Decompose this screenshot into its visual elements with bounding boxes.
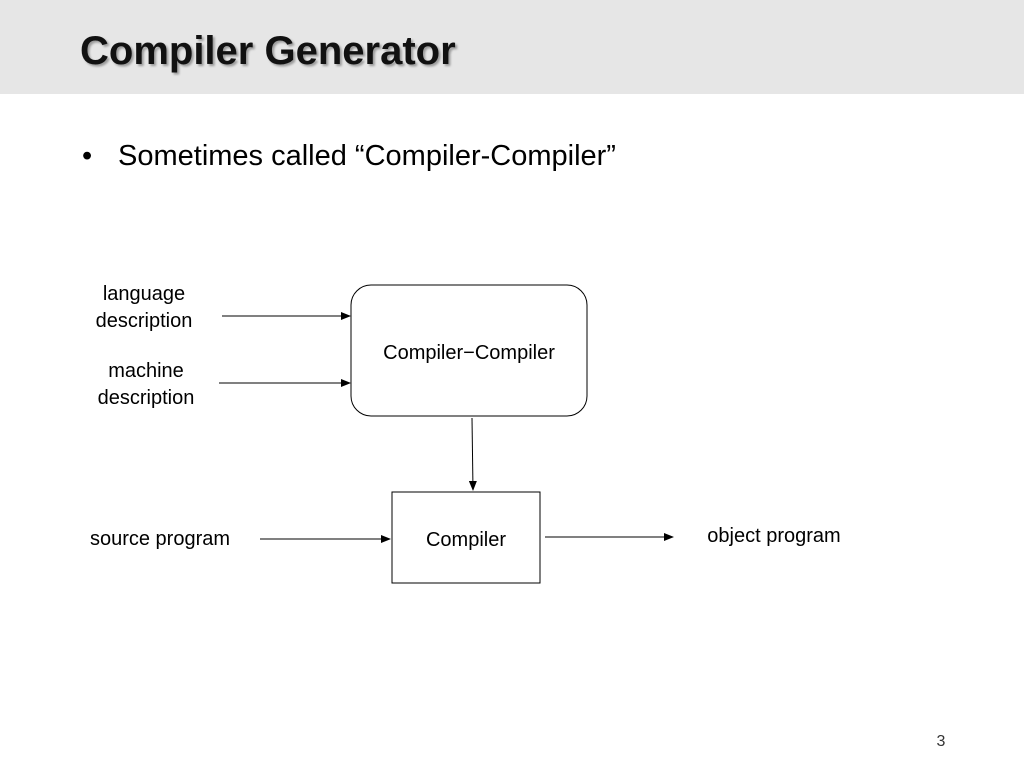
title-bar: Compiler Generator — [0, 0, 1024, 94]
generator-to-compiler-arrow — [468, 417, 477, 491]
machine-description-line-1: machine — [108, 360, 184, 382]
language-description-label: language description — [74, 281, 214, 335]
compiler-compiler-label: Compiler−Compiler — [383, 342, 555, 364]
machine-description-label: machine description — [76, 358, 216, 412]
slide-title: Compiler Generator — [80, 29, 456, 73]
machine-description-line-2: description — [97, 387, 195, 409]
compiler-box — [391, 491, 541, 584]
compiler-compiler-box — [350, 284, 588, 417]
bullet-marker: • — [82, 140, 93, 172]
object-program-label: object program — [707, 525, 841, 547]
bullet-text: Sometimes called “Compiler-Compiler” — [118, 140, 616, 172]
language-description-line-1: language — [102, 283, 186, 305]
page-number: 3 — [936, 733, 946, 750]
compiler-label: Compiler — [425, 529, 507, 551]
bullet-item: • Sometimes called “Compiler-Compiler” — [82, 138, 616, 174]
source-program-label: source program — [89, 528, 231, 550]
language-description-line-2: description — [95, 310, 193, 332]
